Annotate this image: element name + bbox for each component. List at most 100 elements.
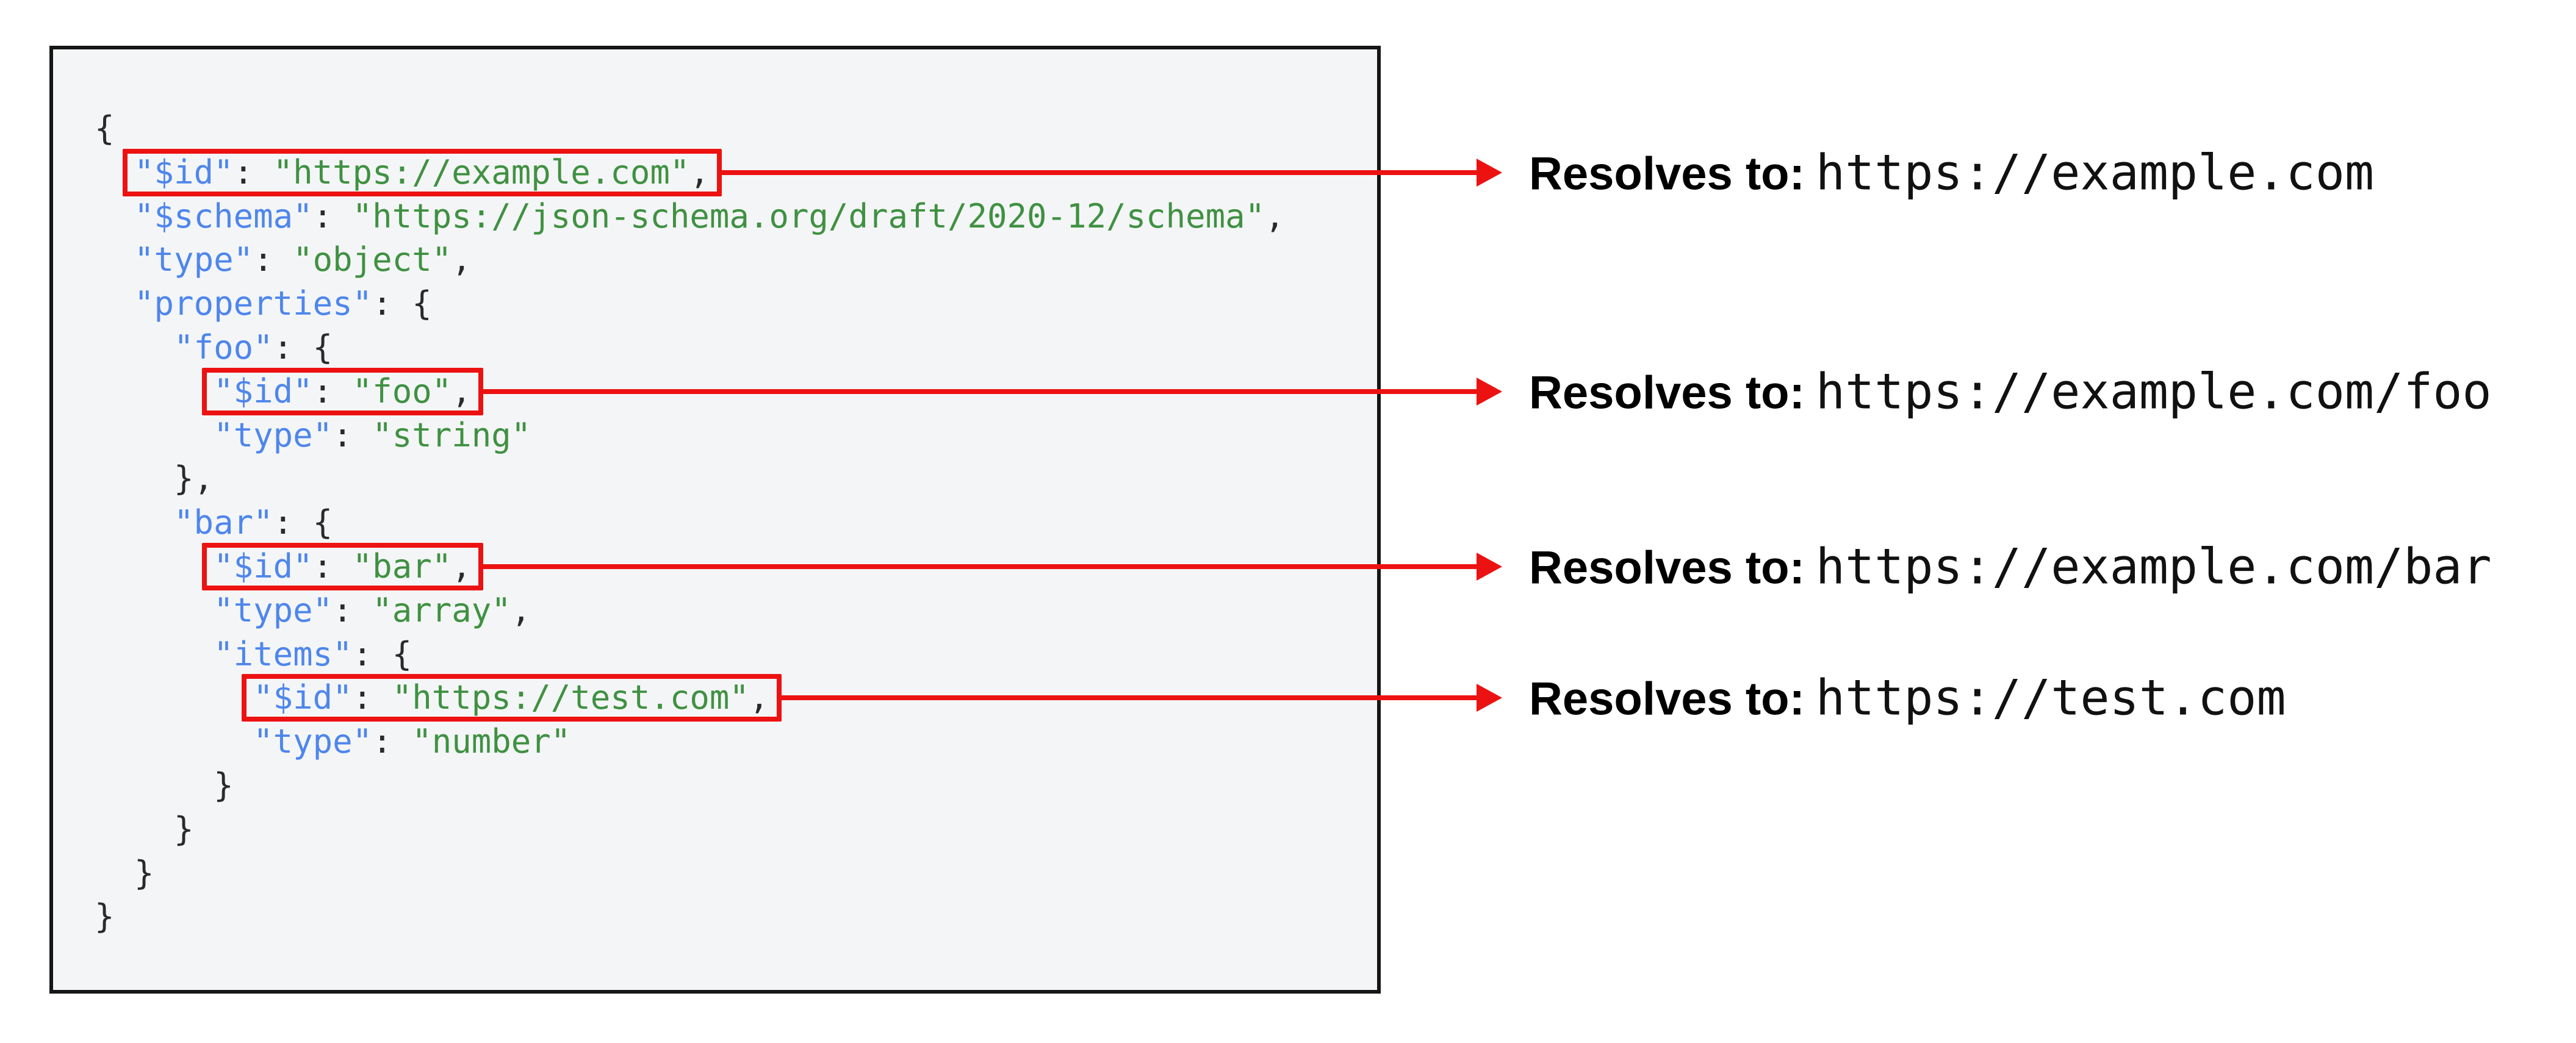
annotation-resolved-url: https://test.com [1815, 669, 2286, 726]
code-token-punct [95, 372, 214, 410]
code-token-punct: : [312, 371, 353, 410]
annotation-label: Resolves to: [1529, 673, 1805, 725]
code-line: "$id": "https://example.com", [95, 151, 1285, 195]
arrow-head-icon [1477, 158, 1502, 187]
code-token-punct [95, 722, 253, 761]
arrow-line [483, 564, 1478, 569]
code-token-string: "https://example.com" [273, 152, 690, 192]
code-token-punct [95, 284, 134, 323]
code-token-punct: : [352, 678, 392, 717]
code-token-punct: : [372, 722, 412, 761]
code-token-punct [95, 678, 253, 717]
annotation-row: Resolves to:https://example.com/foo [1529, 363, 2492, 420]
code-token-key: "bar" [174, 503, 273, 542]
code-token-key: "type" [134, 240, 254, 279]
code-token-key: "$id" [214, 371, 313, 410]
code-line: "items": { [95, 633, 1285, 676]
code-line: } [95, 851, 1285, 895]
annotation-row: Resolves to:https://test.com [1529, 670, 2286, 726]
arrow-line [483, 389, 1478, 394]
arrow-line [781, 695, 1478, 701]
code-token-punct: } [95, 853, 154, 892]
code-token-punct [95, 240, 134, 279]
code-token-punct: : { [273, 328, 333, 367]
code-token-string: "array" [372, 590, 511, 629]
code-token-punct [95, 591, 214, 629]
code-token-punct: { [95, 109, 115, 148]
code-token-string: "number" [412, 722, 571, 761]
code-token-punct: , [749, 678, 769, 717]
code-token-punct: : { [273, 503, 333, 542]
code-token-string: "bar" [352, 547, 452, 586]
code-token-punct: , [689, 152, 710, 192]
annotation-resolved-url: https://example.com/foo [1815, 363, 2492, 420]
code-token-string: "string" [372, 415, 531, 454]
annotation-resolved-url: https://example.com [1815, 144, 2375, 201]
code-token-punct: } [95, 809, 194, 848]
code-line: } [95, 764, 1285, 808]
code-token-punct: : [233, 152, 273, 192]
code-token-string: "foo" [352, 371, 452, 410]
code-token-key: "foo" [174, 328, 273, 367]
code-token-punct [95, 635, 214, 673]
code-token-punct: : { [352, 634, 412, 673]
code-line: "type": "string" [95, 414, 1285, 457]
code-line: "$id": "https://test.com", [95, 676, 1285, 720]
code-token-punct: } [95, 897, 115, 936]
highlight-box [202, 543, 484, 590]
code-token-key: "$schema" [134, 196, 313, 235]
code-line: "$id": "foo", [95, 370, 1285, 414]
code-token-punct: }, [95, 459, 214, 498]
annotation-row: Resolves to:https://example.com [1529, 144, 2374, 201]
code-token-key: "type" [253, 722, 373, 761]
code-line: "properties": { [95, 282, 1285, 326]
code-token-key: "properties" [134, 284, 373, 323]
code-token-punct: , [452, 371, 472, 410]
code-line: "$id": "bar", [95, 545, 1285, 589]
code-token-punct: } [95, 765, 234, 805]
code-token-punct: : [333, 590, 373, 629]
code-line: "$schema": "https://json-schema.org/draf… [95, 195, 1285, 238]
annotation-resolved-url: https://example.com/bar [1815, 538, 2492, 595]
code-token-punct: , [452, 240, 472, 279]
code-line: "type": "number" [95, 720, 1285, 764]
code-token-key: "items" [214, 634, 353, 673]
code-token-string: "https://json-schema.org/draft/2020-12/s… [352, 196, 1265, 235]
arrow-head-icon [1477, 684, 1502, 712]
code-token-punct: : [312, 547, 353, 586]
code-token-punct: , [1265, 196, 1285, 235]
annotation-label: Resolves to: [1529, 148, 1805, 200]
code-token-punct: : [253, 240, 293, 279]
code-token-punct [95, 547, 214, 586]
annotation-label: Resolves to: [1529, 367, 1805, 419]
highlight-box [202, 367, 484, 415]
code-line: "type": "object", [95, 238, 1285, 282]
code-token-punct: , [452, 547, 472, 586]
code-token-key: "$id" [134, 152, 234, 192]
annotation-row: Resolves to:https://example.com/bar [1529, 539, 2492, 595]
code-line: } [95, 808, 1285, 851]
code-line: } [95, 895, 1285, 939]
highlight-box [242, 674, 782, 722]
code-token-punct [95, 197, 134, 235]
annotation-label: Resolves to: [1529, 542, 1805, 594]
code-token-punct: : [333, 415, 373, 454]
code-lines: { "$id": "https://example.com", "$schema… [95, 107, 1285, 939]
code-line: }, [95, 457, 1285, 501]
code-panel [49, 46, 1381, 994]
code-token-punct [95, 416, 214, 454]
code-token-key: "$id" [214, 547, 313, 586]
arrow-line [722, 170, 1478, 175]
code-token-string: "https://test.com" [392, 678, 749, 717]
code-token-punct: , [511, 590, 531, 629]
code-line: "foo": { [95, 326, 1285, 370]
code-token-punct [95, 503, 174, 542]
highlight-box [123, 148, 722, 196]
code-line: { [95, 107, 1285, 151]
code-line: "bar": { [95, 501, 1285, 545]
code-token-key: "type" [214, 590, 333, 629]
code-line: "type": "array", [95, 589, 1285, 633]
code-token-key: "type" [214, 415, 333, 454]
code-token-punct [95, 328, 174, 367]
